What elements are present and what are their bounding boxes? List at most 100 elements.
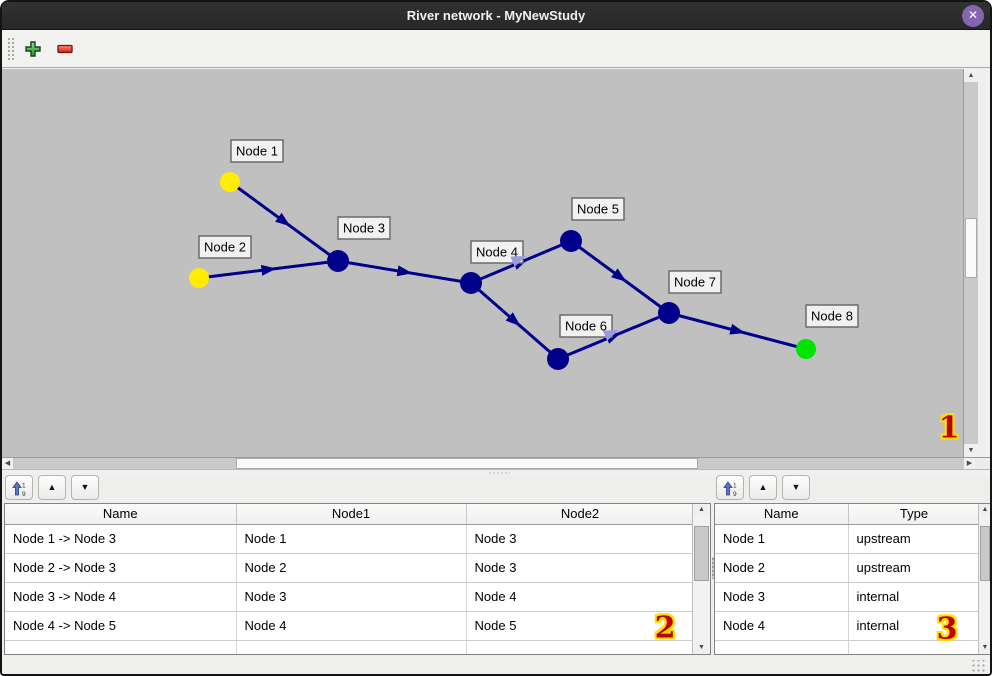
- move-node-down-button[interactable]: ▼: [782, 475, 810, 500]
- move-link-up-button[interactable]: ▲: [38, 475, 66, 500]
- node-label[interactable]: Node 7: [668, 270, 722, 294]
- canvas-vscroll-thumb[interactable]: [965, 218, 977, 278]
- scroll-up-icon[interactable]: ▲: [979, 504, 990, 516]
- add-button[interactable]: [20, 36, 46, 62]
- table-cell[interactable]: Node 3: [466, 553, 695, 583]
- move-link-down-button[interactable]: ▼: [71, 475, 99, 500]
- table-cell[interactable]: Node 4 -> Node 5: [5, 611, 237, 641]
- node-label[interactable]: Node 3: [337, 216, 391, 240]
- pane-splitter[interactable]: [2, 470, 990, 475]
- table-cell[interactable]: Node 2: [715, 553, 849, 583]
- titlebar[interactable]: River network - MyNewStudy ✕: [2, 2, 990, 30]
- scroll-down-icon[interactable]: ▼: [964, 444, 978, 457]
- svg-text:1: 1: [733, 482, 737, 489]
- table-cell[interactable]: Node 3: [715, 582, 849, 612]
- column-header[interactable]: Node1: [236, 504, 467, 525]
- flow-arrow-icon: [729, 323, 746, 335]
- scroll-down-icon[interactable]: ▼: [979, 642, 990, 654]
- table-cell[interactable]: Node 4: [715, 611, 849, 641]
- table-cell[interactable]: upstream: [848, 524, 981, 554]
- canvas-horizontal-scrollbar[interactable]: ◀ ▶: [2, 457, 990, 470]
- canvas-vertical-scrollbar[interactable]: ▲ ▼: [963, 69, 978, 457]
- table-cell[interactable]: Node 3: [236, 582, 467, 612]
- sort-links-button[interactable]: 1 9: [5, 475, 33, 500]
- close-button[interactable]: ✕: [962, 5, 984, 27]
- table-cell[interactable]: Node 2: [236, 553, 467, 583]
- table-cell[interactable]: Node 4: [466, 582, 695, 612]
- links-scroll-thumb[interactable]: [694, 526, 709, 581]
- table-cell[interactable]: upstream: [848, 553, 981, 583]
- tables-splitter[interactable]: [711, 475, 715, 655]
- node-label[interactable]: Node 5: [571, 197, 625, 221]
- column-header[interactable]: Name: [715, 504, 849, 525]
- toolbar-drag-handle[interactable]: [7, 37, 15, 61]
- node-label[interactable]: Node 4: [470, 240, 524, 264]
- nodes-scroll-thumb[interactable]: [980, 526, 990, 581]
- table-cell[interactable]: internal: [848, 582, 981, 612]
- river-node-internal[interactable]: [560, 230, 582, 252]
- nodes-table-scrollbar[interactable]: ▲ ▼: [978, 504, 990, 654]
- river-node-upstream[interactable]: [220, 172, 240, 192]
- links-table-scrollbar[interactable]: ▲ ▼: [692, 504, 710, 654]
- sort-1-9-icon: 1 9: [12, 480, 26, 498]
- node-label[interactable]: Node 8: [805, 304, 859, 328]
- node-label[interactable]: Node 1: [230, 139, 284, 163]
- scroll-down-icon[interactable]: ▼: [693, 642, 710, 654]
- table-cell[interactable]: Node 1: [236, 524, 467, 554]
- move-node-up-button[interactable]: ▲: [749, 475, 777, 500]
- river-node-internal[interactable]: [658, 302, 680, 324]
- flow-arrow-icon: [275, 212, 291, 227]
- table-cell[interactable]: Node 4: [236, 611, 467, 641]
- sort-nodes-button[interactable]: 1 9: [716, 475, 744, 500]
- river-node-internal[interactable]: [460, 272, 482, 294]
- table-cell[interactable]: Node 1: [715, 524, 849, 554]
- node-label-text: Node 8: [811, 309, 853, 324]
- table-cell[interactable]: Node 3: [466, 524, 695, 554]
- flow-arrow-icon: [260, 264, 277, 276]
- column-header[interactable]: Type: [848, 504, 981, 525]
- flow-arrow-icon: [505, 312, 521, 327]
- table-cell[interactable]: Node 2 -> Node 3: [5, 553, 237, 583]
- network-canvas[interactable]: Node 1 Node 2 Node 3 Node 4 Node 5 Node 6 Node…: [2, 69, 978, 457]
- remove-button[interactable]: [52, 36, 78, 62]
- table-cell[interactable]: Node 5: [466, 611, 695, 641]
- scroll-up-icon[interactable]: ▲: [964, 69, 978, 82]
- scroll-up-icon[interactable]: ▲: [693, 504, 710, 516]
- scrollbar-corner: [975, 458, 990, 469]
- table-cell[interactable]: internal: [848, 611, 981, 641]
- river-node-downstream[interactable]: [796, 339, 816, 359]
- river-node-internal[interactable]: [327, 250, 349, 272]
- table-cell[interactable]: Node 1 -> Node 3: [5, 524, 237, 554]
- minus-icon: [57, 44, 73, 54]
- node-label[interactable]: Node 6: [559, 314, 613, 338]
- resize-grip-icon[interactable]: [972, 660, 986, 673]
- close-icon: ✕: [967, 8, 979, 22]
- splitter-grip-icon: [488, 472, 510, 474]
- status-bar: [2, 656, 990, 674]
- flow-arrow-overlay-icon: [510, 255, 527, 267]
- column-header[interactable]: Name: [5, 504, 237, 525]
- canvas-hscroll-thumb[interactable]: [236, 458, 698, 469]
- column-header[interactable]: Node2: [466, 504, 695, 525]
- table-row: [5, 640, 695, 654]
- river-node-upstream[interactable]: [189, 268, 209, 288]
- node-label-text: Node 2: [204, 240, 246, 255]
- table-cell[interactable]: Node 3 -> Node 4: [5, 582, 237, 612]
- river-node-internal[interactable]: [547, 348, 569, 370]
- scroll-left-icon[interactable]: ◀: [2, 458, 13, 469]
- svg-text:9: 9: [22, 491, 26, 498]
- river-network-diagram: Node 1 Node 2 Node 3 Node 4 Node 5 Node 6 Node…: [189, 139, 859, 370]
- scroll-right-icon[interactable]: ▶: [964, 458, 975, 469]
- node-label[interactable]: Node 2: [198, 235, 252, 259]
